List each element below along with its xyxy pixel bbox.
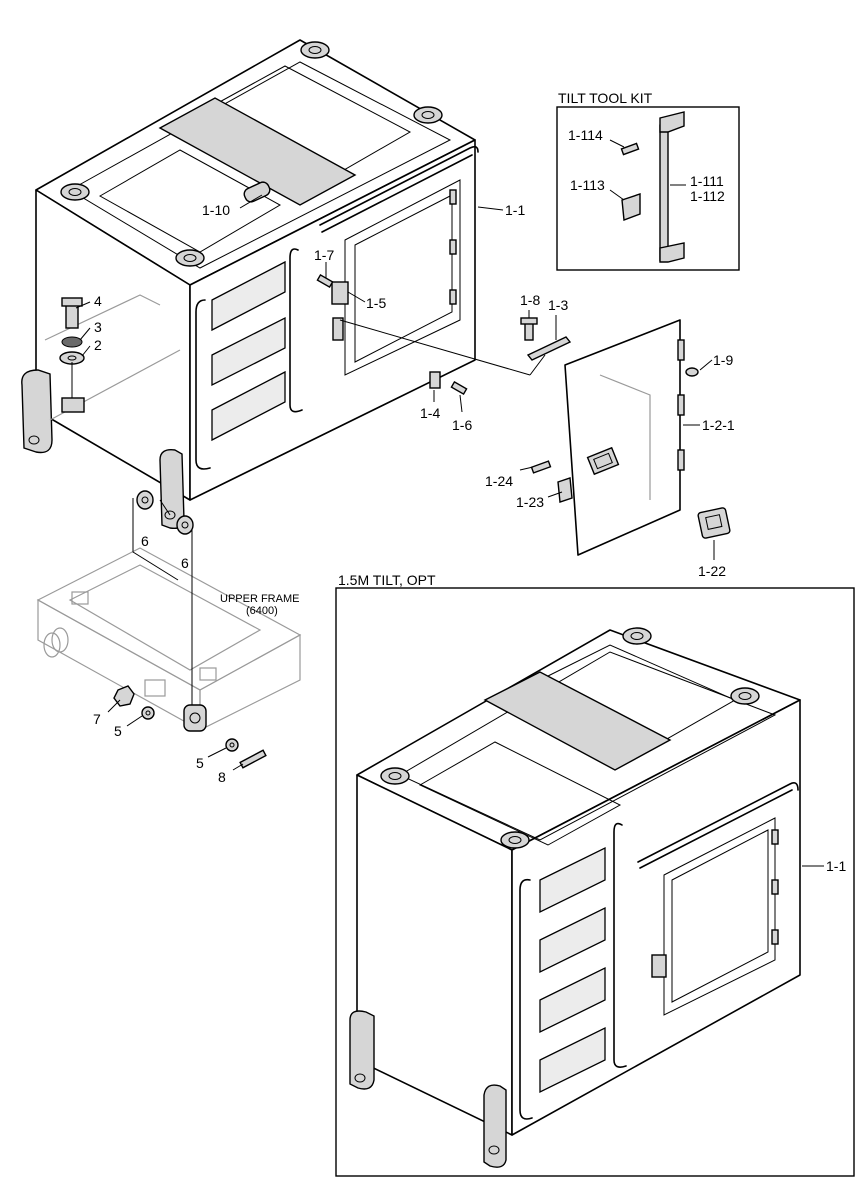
step-grating <box>211 260 286 442</box>
mount-bolt-stack <box>59 297 85 413</box>
callout-7: 7 <box>93 711 101 727</box>
callout-1-8: 1-8 <box>520 292 540 308</box>
callout-1-2-1: 1-2-1 <box>702 417 735 433</box>
bolt-plate <box>300 41 330 59</box>
bolt-plate <box>730 687 760 705</box>
bolt-plate <box>60 183 90 201</box>
cab-assembly-main <box>21 39 479 530</box>
callout-1-7: 1-7 <box>314 247 334 263</box>
option-frame <box>335 587 855 1177</box>
upper-frame-code: (6400) <box>246 605 278 617</box>
callout-6-second: 6 <box>181 555 189 571</box>
door-parts <box>316 273 731 539</box>
cab-door <box>564 319 685 556</box>
callout-8: 8 <box>218 769 226 785</box>
step-grating <box>539 846 606 1094</box>
labels: 1-1 1-10 1-7 1-5 1-4 1-6 1-8 1-3 1-9 1-2… <box>93 90 846 874</box>
upper-frame <box>36 547 302 732</box>
bolt-plate <box>380 767 410 785</box>
callout-1-1: 1-1 <box>505 202 525 218</box>
option-title: 1.5M TILT, OPT <box>338 572 436 588</box>
bolt-plate <box>622 627 652 645</box>
callout-1-23: 1-23 <box>516 494 544 510</box>
callout-2: 2 <box>94 337 102 353</box>
pivot-hardware <box>107 685 267 771</box>
tilt-tool-kit <box>556 106 740 271</box>
callout-1-5: 1-5 <box>366 295 386 311</box>
option-panel <box>335 587 855 1177</box>
tilt-tool-kit-title: TILT TOOL KIT <box>558 90 653 106</box>
callout-1-113: 1-113 <box>570 177 605 193</box>
callout-1-4: 1-4 <box>420 405 440 421</box>
tilt-tool-kit-frame <box>556 106 740 271</box>
callout-1-111: 1-111 <box>690 173 724 189</box>
callout-3: 3 <box>94 319 102 335</box>
callout-1-24: 1-24 <box>485 473 513 489</box>
callout-1-22: 1-22 <box>698 563 726 579</box>
callout-1-114: 1-114 <box>568 127 603 143</box>
callout-1-3: 1-3 <box>548 297 568 313</box>
callout-1-9: 1-9 <box>713 352 733 368</box>
leader-lines <box>75 194 715 560</box>
callout-5-second: 5 <box>196 755 204 771</box>
bolt-plate <box>413 106 443 124</box>
callout-5: 5 <box>114 723 122 739</box>
callout-4: 4 <box>94 293 102 309</box>
callout-1-112: 1-112 <box>690 188 725 204</box>
pivot-washers <box>132 490 194 705</box>
bolt-plate <box>175 249 205 267</box>
upper-frame-label: UPPER FRAME <box>220 593 299 605</box>
callout-1-6: 1-6 <box>452 417 472 433</box>
callout-1-1-option: 1-1 <box>826 858 846 874</box>
callout-6: 6 <box>141 533 149 549</box>
callout-1-10: 1-10 <box>202 202 230 218</box>
bolt-plate <box>500 831 530 849</box>
